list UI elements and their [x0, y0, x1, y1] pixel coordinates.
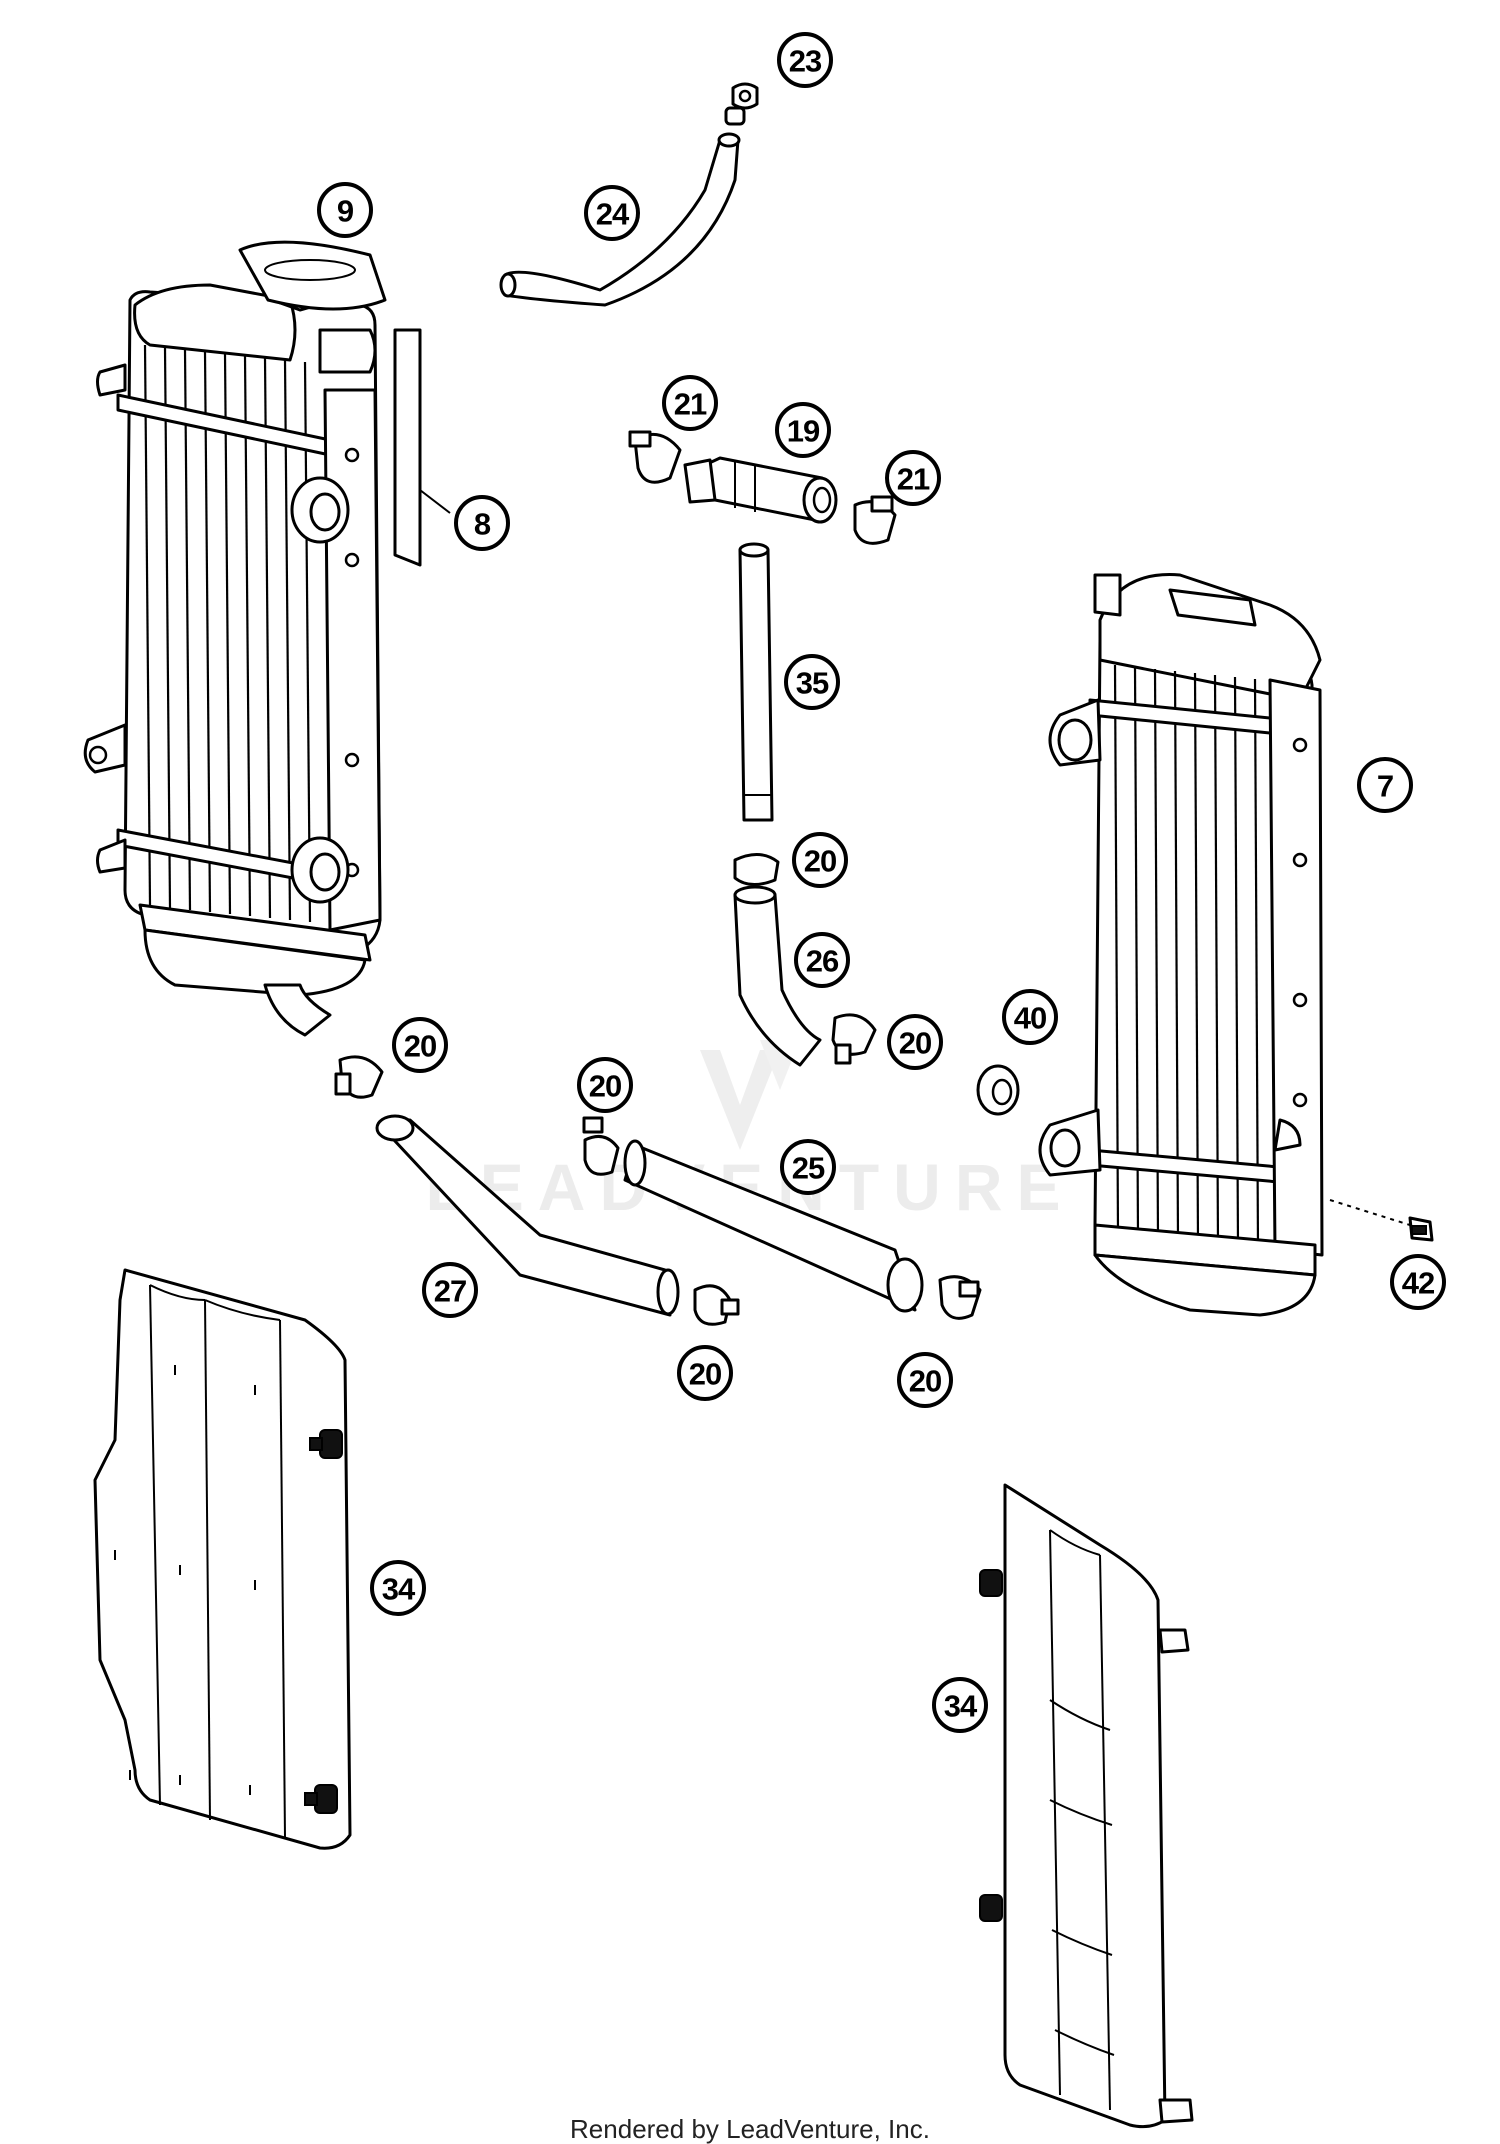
svg-text:7: 7: [1377, 769, 1393, 804]
callout-20-left: 20: [392, 1017, 448, 1073]
svg-text:24: 24: [596, 197, 630, 232]
hose-clamp-20-center: [582, 1116, 620, 1176]
credit-text: Rendered by LeadVenture, Inc.: [570, 2114, 930, 2144]
hose-26: [733, 885, 822, 1067]
svg-text:20: 20: [589, 1069, 621, 1104]
callout-8: 8: [454, 495, 510, 551]
svg-text:25: 25: [792, 1151, 825, 1186]
svg-text:20: 20: [404, 1029, 436, 1064]
callout-35: 35: [784, 654, 840, 710]
svg-text:8: 8: [474, 507, 491, 542]
callout-26: 26: [794, 932, 850, 988]
svg-text:20: 20: [909, 1364, 941, 1399]
callout-24: 24: [584, 185, 640, 241]
svg-text:21: 21: [674, 387, 707, 422]
bolt-42: [1329, 1199, 1434, 1242]
svg-text:27: 27: [434, 1274, 466, 1309]
leader-8: [419, 489, 451, 514]
hose-clamp-20-mid-right: [831, 1013, 877, 1065]
right-radiator: [1038, 573, 1324, 1317]
svg-text:26: 26: [806, 944, 839, 979]
callout-7: 7: [1357, 757, 1413, 813]
svg-text:34: 34: [382, 1572, 416, 1607]
breather-hose-24: [503, 138, 740, 307]
hose-clamp-21-right: [853, 495, 897, 545]
hose-clamp-20-bottom-right: [938, 1275, 982, 1320]
svg-text:34: 34: [944, 1689, 978, 1724]
callout-34-right: 34: [932, 1677, 988, 1733]
callout-23: 23: [777, 32, 833, 88]
grommet-40: [976, 1064, 1020, 1116]
hose-25: [623, 1139, 924, 1313]
callout-20-bottom-left: 20: [677, 1345, 733, 1401]
svg-text:21: 21: [897, 462, 930, 497]
radiator-shroud-right: [979, 1483, 1194, 2129]
hose-clamp-20-bottom-left: [693, 1284, 740, 1326]
svg-text:20: 20: [689, 1357, 721, 1392]
svg-text:19: 19: [787, 414, 820, 449]
svg-text:42: 42: [1402, 1266, 1434, 1301]
callout-42: 42: [1390, 1254, 1446, 1310]
callout-27: 27: [422, 1262, 478, 1318]
callout-40: 40: [1002, 989, 1058, 1045]
left-radiator: [83, 240, 422, 1037]
svg-text:20: 20: [899, 1026, 931, 1061]
callout-21-left: 21: [662, 375, 718, 431]
svg-text:23: 23: [789, 44, 822, 79]
callout-20-top: 20: [792, 832, 848, 888]
callout-25: 25: [780, 1139, 836, 1195]
callout-20-mid-right: 20: [887, 1014, 943, 1070]
hose-clip-23: [724, 82, 759, 126]
hose-clamp-21-left: [628, 430, 682, 484]
svg-text:20: 20: [804, 844, 836, 879]
callout-34-left: 34: [370, 1560, 426, 1616]
callout-20-center: 20: [577, 1057, 633, 1113]
svg-text:35: 35: [796, 666, 829, 701]
callout-20-bottom-right: 20: [897, 1352, 953, 1408]
coupling-19: [683, 456, 838, 524]
svg-text:9: 9: [337, 194, 354, 229]
callout-21-right: 21: [885, 450, 941, 506]
radiator-shroud-left: [93, 1268, 352, 1850]
hose-clamp-20-top: [733, 853, 780, 886]
callout-19: 19: [775, 402, 831, 458]
callout-9: 9: [317, 182, 373, 238]
hose-clamp-20-left: [334, 1055, 384, 1099]
tube-35: [738, 542, 774, 822]
svg-text:40: 40: [1014, 1001, 1046, 1036]
hose-27: [375, 1114, 680, 1317]
